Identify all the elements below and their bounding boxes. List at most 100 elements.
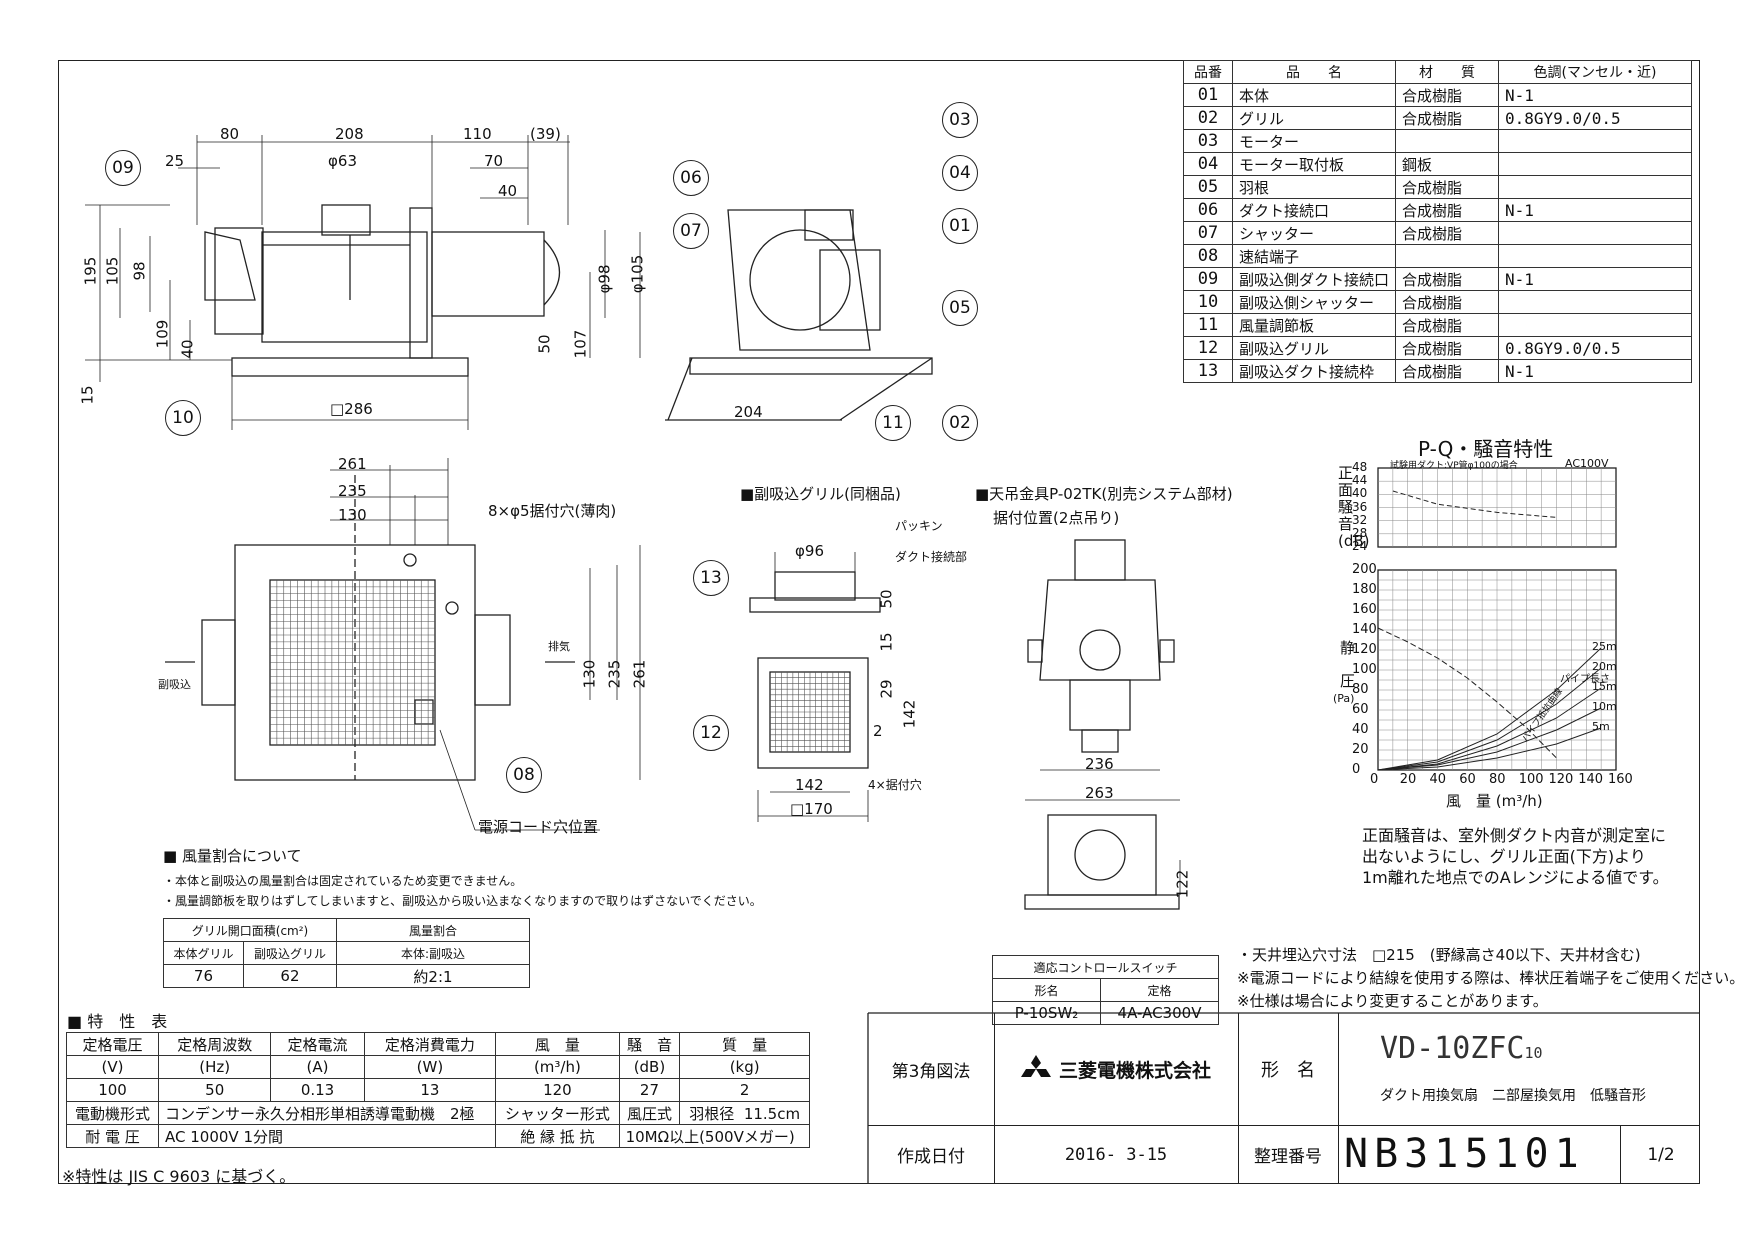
- company-name: 三菱電機株式会社: [1058, 1059, 1211, 1082]
- tick-label: 140: [1578, 772, 1604, 787]
- sub-inlet-label: 副吸込: [158, 678, 191, 691]
- dim-70: 70: [484, 152, 504, 170]
- pq-chart-grid: [1378, 570, 1616, 770]
- parts-material: [1395, 129, 1500, 153]
- note-1: ・天井埋込穴寸法 □215 (野縁高さ40以下、天井材含む): [1237, 946, 1641, 964]
- parts-material: 合成樹脂: [1395, 336, 1500, 360]
- parts-no: 06: [1183, 198, 1233, 222]
- parts-name: モーター取付板: [1231, 152, 1397, 176]
- dim-235: 235: [338, 482, 367, 500]
- main-grille-mesh: [270, 580, 435, 745]
- dim-phi63: φ63: [328, 152, 357, 170]
- pq-yunit: (Pa): [1333, 692, 1355, 705]
- tick-label: 0: [1352, 762, 1361, 777]
- dim-phi96: φ96: [795, 542, 824, 560]
- parts-name: 副吸込ダクト接続枠: [1231, 359, 1397, 383]
- hanger-title: ■天吊金具P-02TK(別売システム部材): [975, 485, 1233, 503]
- spec-footnote: ※特性は JIS C 9603 に基づく。: [62, 1167, 296, 1186]
- duct-part-label: ダクト接続部: [895, 550, 968, 564]
- sub-grille-title: ■副吸込グリル(同梱品): [740, 485, 901, 503]
- dim-130-v: 130: [580, 659, 599, 689]
- spec-values-cell: 27: [618, 1078, 681, 1102]
- tick-label: 180: [1352, 582, 1377, 597]
- spec-values-cell: 120: [495, 1078, 620, 1102]
- parts-name: 副吸込グリル: [1231, 336, 1397, 360]
- tick-label: 40: [1352, 722, 1369, 737]
- hanger-subtitle: 据付位置(2点吊り): [993, 509, 1120, 527]
- noise-power: AC100V: [1565, 457, 1609, 470]
- pq-ylabel-mid: 圧: [1340, 672, 1356, 690]
- spec-table: 定格電圧定格周波数定格電流定格消費電力風 量騒 音質 量 (V)(Hz)(A)(…: [65, 1032, 811, 1148]
- tick-label: 48: [1352, 460, 1368, 474]
- parts-name: 風量調節板: [1231, 313, 1397, 337]
- parts-no: 11: [1183, 313, 1233, 337]
- holes-note: 8×φ5据付穴(薄肉): [488, 502, 617, 520]
- tick-label: 36: [1352, 499, 1368, 514]
- company-cell: 三菱電機株式会社: [994, 1013, 1239, 1126]
- doc-number: NB315101: [1344, 1131, 1585, 1177]
- doc-number-label: 整理番号: [1238, 1125, 1339, 1184]
- tick-label: 20: [1352, 742, 1369, 757]
- legend-label: 20m: [1592, 660, 1617, 673]
- parts-no: 09: [1183, 267, 1233, 291]
- dim-195: 195: [81, 256, 100, 286]
- parts-material: 合成樹脂: [1395, 106, 1500, 130]
- callout-07: 07: [673, 213, 709, 249]
- dim-235-v: 235: [605, 659, 624, 689]
- spec-values-cell: 13: [363, 1078, 497, 1102]
- dim-107: 107: [571, 329, 590, 359]
- dim-110: 110: [463, 125, 492, 143]
- spec-units: (V)(Hz)(A)(W)(m³/h)(dB)(kg): [65, 1055, 810, 1079]
- tick-label: 0: [1370, 772, 1379, 787]
- parts-material: 鋼板: [1395, 152, 1500, 176]
- drawing-frame: [58, 60, 1700, 1184]
- tick-label: 100: [1352, 662, 1377, 677]
- parts-color: [1498, 221, 1693, 245]
- spec-values-cell: 0.13: [270, 1078, 365, 1102]
- tick-label: 80: [1489, 772, 1506, 787]
- grille-area-head: グリル開口面積(cm²): [163, 918, 337, 942]
- parts-color: N-1: [1498, 359, 1693, 383]
- dim-261: 261: [338, 455, 367, 473]
- series-line-10m: [1377, 707, 1602, 771]
- blade-value: 11.5cm: [743, 1104, 801, 1123]
- front-view-body: [204, 204, 561, 377]
- packing-label: パッキン: [895, 519, 943, 533]
- switch-model: P-10SW₂: [992, 1001, 1101, 1025]
- spec-headers-cell: 定格電圧: [65, 1032, 160, 1056]
- spec-units-cell: (Hz): [158, 1055, 272, 1079]
- dim-98: 98: [130, 261, 149, 281]
- spec-headers-cell: 騒 音: [618, 1032, 681, 1056]
- dim-2: 2: [873, 722, 883, 740]
- callout-05: 05: [942, 290, 978, 326]
- parts-name: モーター: [1231, 129, 1397, 153]
- airflow-note-1: ・本体と副吸込の風量割合は固定されているため変更できません。: [163, 874, 523, 888]
- model-subscript: 10: [1524, 1044, 1543, 1062]
- legend-label: 10m: [1592, 700, 1617, 713]
- dim-142: 142: [795, 776, 824, 794]
- parts-no: 03: [1183, 129, 1233, 153]
- chart-note-1: 正面騒音は、室外側ダクト内音が測定室に: [1362, 826, 1667, 845]
- note-3: ※仕様は場合により変更することがあります。: [1237, 992, 1548, 1010]
- insulation-value: 10MΩ以上(500Vメガー): [618, 1124, 811, 1148]
- series-line-20m: [1377, 667, 1602, 771]
- noise-chart-series: [1392, 490, 1557, 518]
- dim-204: 204: [734, 403, 763, 421]
- legend-label: 25m: [1592, 640, 1617, 653]
- dim-263: 263: [1085, 784, 1114, 802]
- model-cell: VD-10ZFC10 ダクト用換気扇 二部屋換気用 低騒音形: [1338, 1013, 1700, 1126]
- tick-label: 160: [1352, 602, 1377, 617]
- airflow-note-2: ・風量調節板を取りはずしてしまいますと、副吸込から吸い込まなくなりますので取りは…: [163, 894, 762, 908]
- dim-109: 109: [153, 319, 172, 349]
- series-line-noise: [1392, 490, 1557, 518]
- tick-label: 200: [1352, 562, 1377, 577]
- insulation-label: 絶 縁 抵 抗: [495, 1124, 620, 1148]
- main-grille-head: 本体グリル: [163, 941, 244, 965]
- legend-label: 15m: [1592, 680, 1617, 693]
- dim-phi105: φ105: [628, 254, 647, 294]
- parts-table-header: 品番 品 名 材 質 色調(マンセル・近): [1183, 60, 1693, 84]
- model-number: VD-10ZFC: [1380, 1031, 1525, 1066]
